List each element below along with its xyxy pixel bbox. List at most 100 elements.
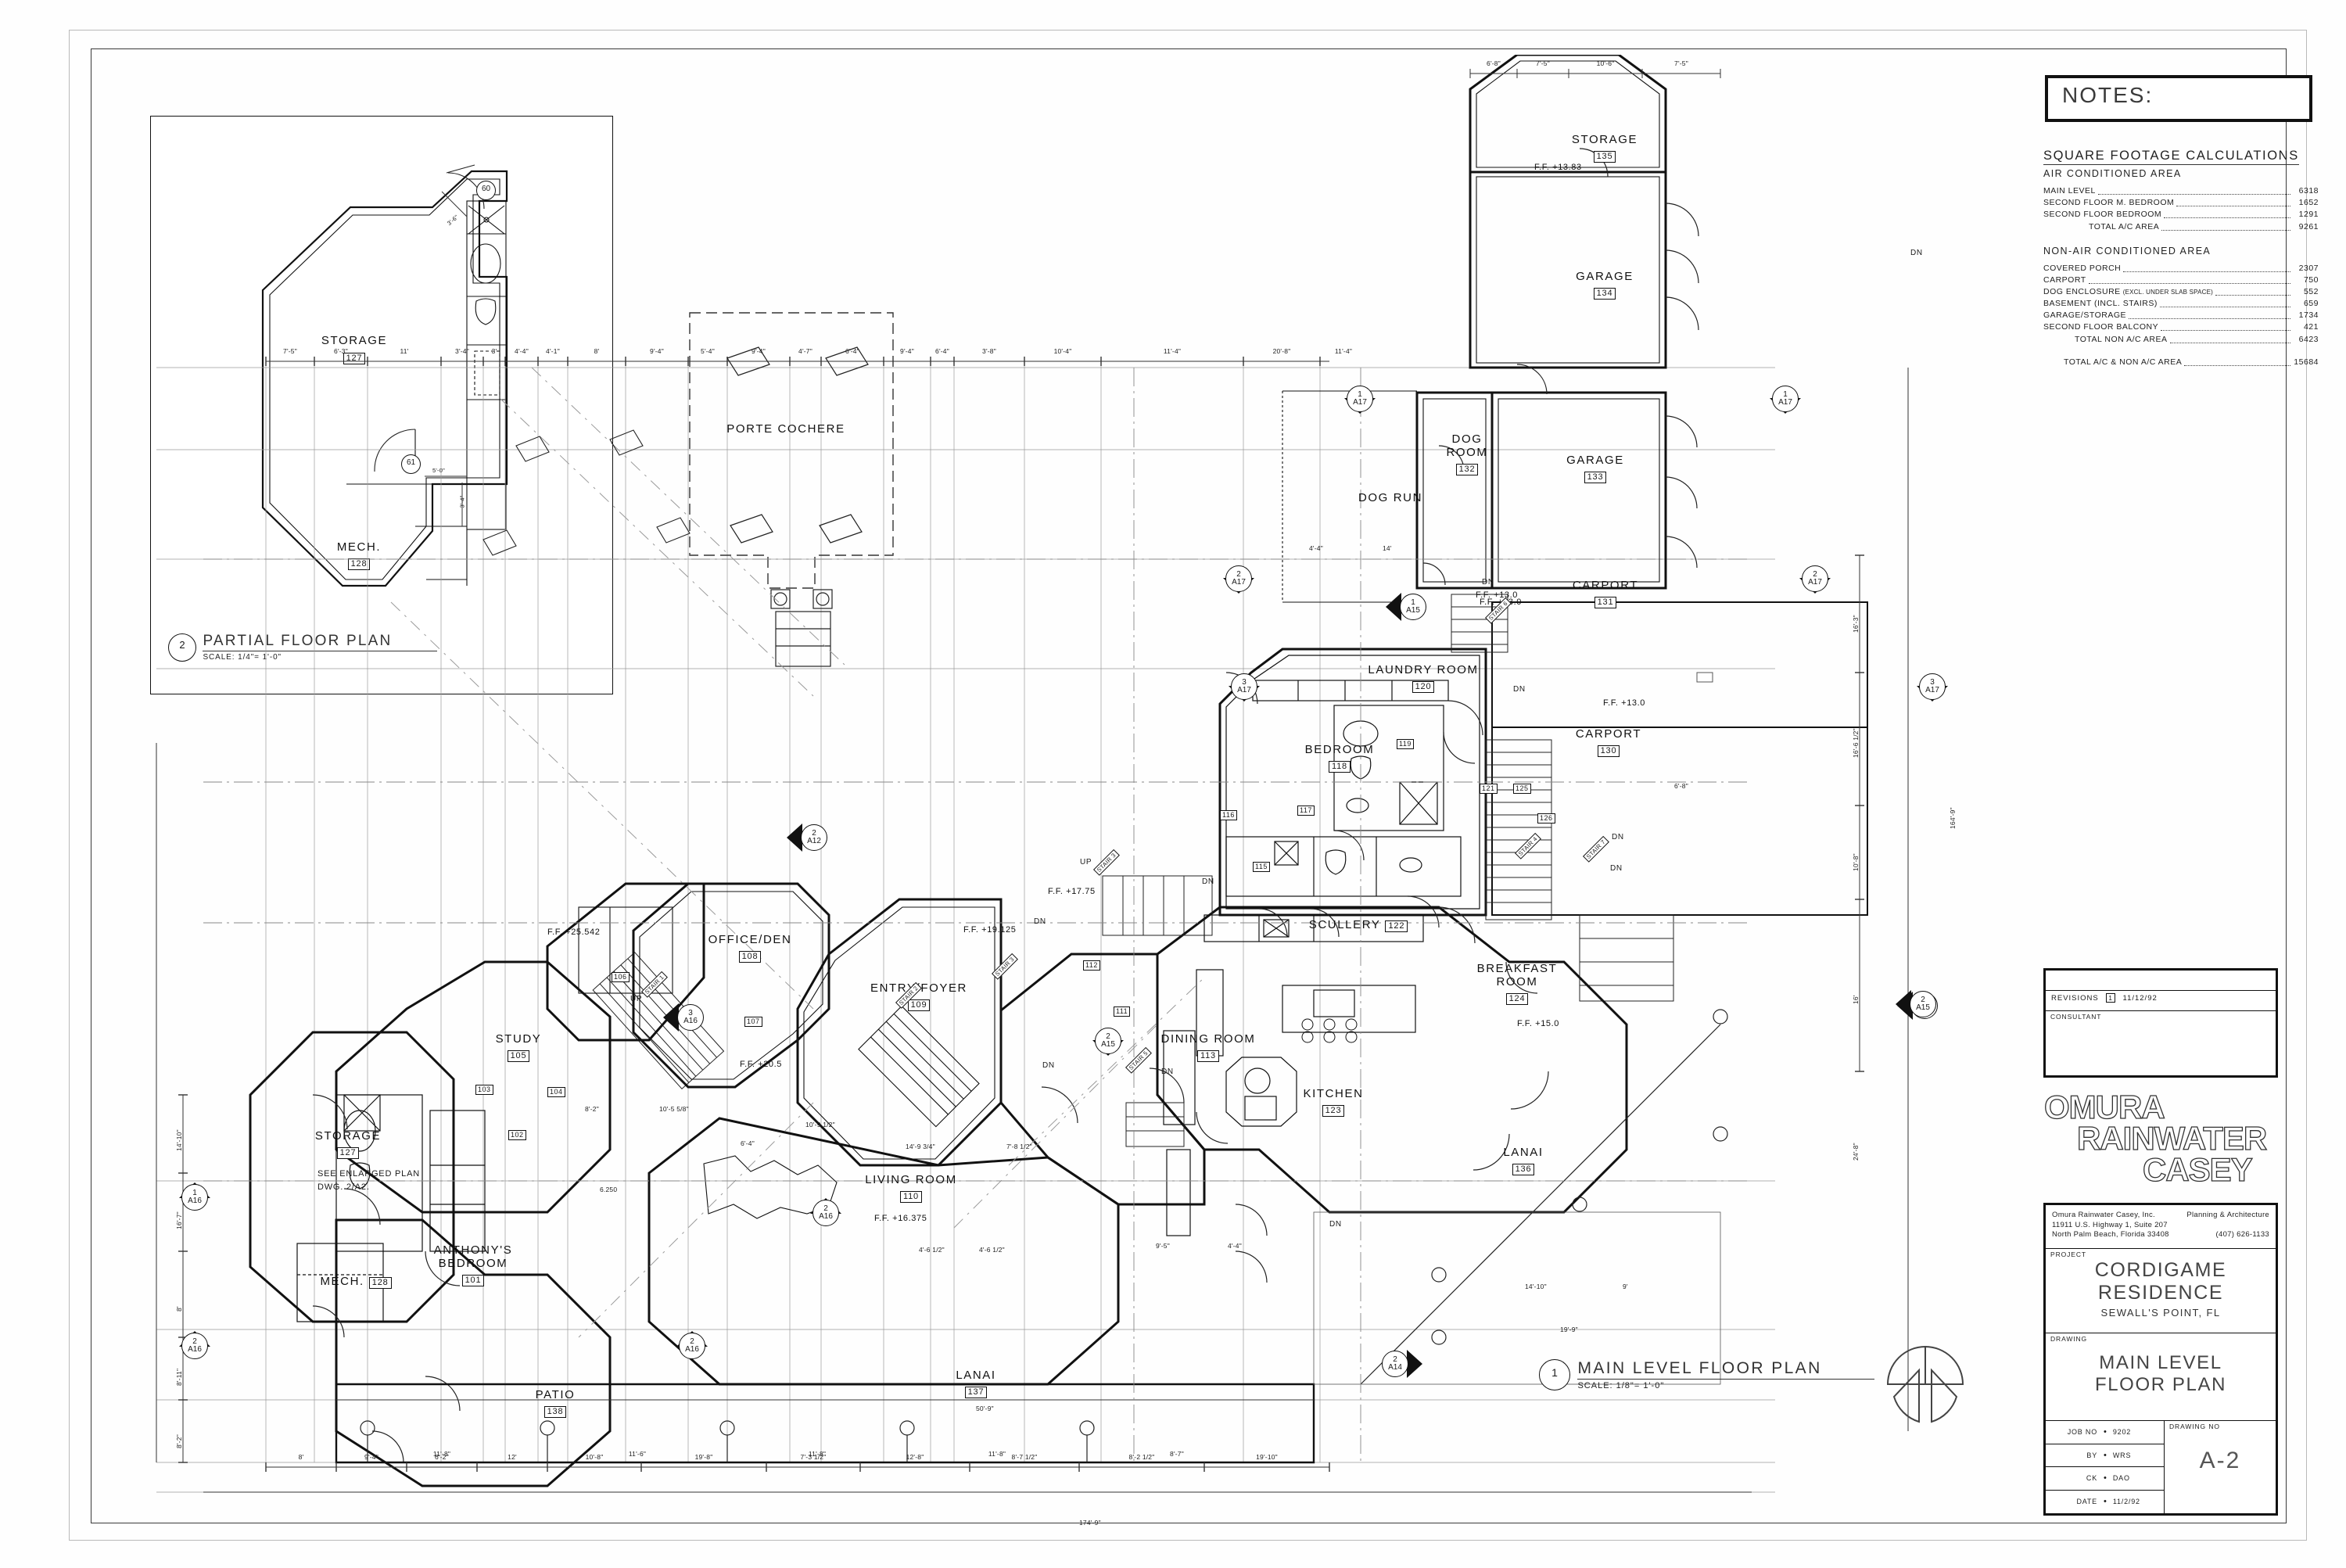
row-value: 2307 (2298, 264, 2319, 273)
detail-dim-2: 5'-0" (432, 467, 445, 474)
door-tag-61: 61 (401, 454, 421, 474)
dimension-bottom-9: 8'-7 1/2" (1011, 1453, 1038, 1461)
row-leader (2129, 318, 2290, 319)
room-name: PORTE COCHERE (726, 422, 845, 436)
room-number: 128 (368, 1277, 392, 1289)
dimension-lanai-1: 11'-8" (432, 1450, 451, 1458)
room-name: LANAI (1503, 1146, 1544, 1159)
section-arrow-left (1896, 990, 1911, 1018)
room-number: 133 (1584, 472, 1607, 483)
project-label: PROJECT (2050, 1250, 2086, 1258)
row-leader (2123, 271, 2290, 272)
stair-direction-dn-4: DN (1610, 864, 1623, 873)
ac-row-2: SECOND FLOOR M. BEDROOM 1652 (2043, 197, 2319, 209)
stair-direction-dn-10: DN (1329, 1220, 1342, 1229)
dimension-misc-13: 9' (1623, 1283, 1628, 1290)
room-name: DINING ROOM (1160, 1032, 1256, 1046)
room-number: 110 (900, 1191, 922, 1203)
dimension-left-1: 14'-10" (175, 1129, 183, 1151)
drawing-title-cell: DRAWING MAIN LEVEL FLOOR PLAN (2046, 1333, 2276, 1421)
section-sheet: A16 (188, 1197, 202, 1205)
section-sheet: A16 (188, 1345, 202, 1354)
meta-value: DAO (2112, 1474, 2130, 1483)
room-number: 134 (1593, 288, 1616, 300)
firm-logo-line1: OMURA (2044, 1089, 2165, 1125)
grand-total-label: TOTAL A/C & NON A/C AREA (2064, 357, 2183, 367)
room-name: ANTHONY'S (433, 1243, 513, 1257)
dimension-top-7: 4'-1" (546, 347, 560, 355)
room-name: BEDROOM (1304, 743, 1375, 756)
stair-direction-up-11: UP (1080, 858, 1092, 867)
partial-floor-plan-box: STORAGE 127 MECH. 128 60 61 3'-6" 5'-0" … (150, 116, 613, 694)
dimension-top-14: 9'-4" (900, 347, 914, 355)
section-sheet: A12 (807, 837, 821, 845)
stair-direction-dn-7: DN (1161, 1067, 1174, 1076)
section-sheet: A17 (1232, 578, 1246, 587)
dimension-right-5: 24'-8" (1852, 1143, 1860, 1161)
room-number-holder: 124 (1439, 991, 1595, 1005)
room-label-entry-foyer-109: ENTRY/FOYER109 (841, 981, 997, 1011)
room-number-holder: 101 (395, 1272, 551, 1286)
dimension-right-2: 16'-6 1/2" (1852, 728, 1860, 758)
room-number-holder: 105 (440, 1048, 597, 1062)
room-number: 113 (1197, 1050, 1219, 1062)
room-number-holder: 131 (1527, 594, 1684, 608)
notes-header: NOTES: (2062, 83, 2154, 107)
room-name: PATIO (535, 1388, 576, 1401)
room-label-dining-room-113: DINING ROOM 113 (1130, 1032, 1286, 1062)
section-mark: 2 (1106, 1032, 1110, 1041)
room-label-mech-128-detail: MECH. 128 (296, 540, 421, 570)
dimension-misc-7: 4'-6 1/2" (919, 1246, 945, 1254)
room-name: MECH. (320, 1275, 364, 1288)
section-mark: 1 (1358, 390, 1362, 399)
section-mark: 2 (1236, 570, 1241, 579)
room-number-111: 111 (1114, 1006, 1131, 1017)
dimension-top-17: 10'-4" (1053, 347, 1072, 355)
dimension-lanai-3: 11'-8" (808, 1450, 827, 1458)
section-mark: 3 (688, 1009, 693, 1017)
room-number: 137 (964, 1387, 988, 1398)
room-number: 136 (1512, 1164, 1535, 1175)
dimension-left-5: 8'-2" (175, 1434, 183, 1448)
floor-elevation-note-6: F.F. +19.125 (963, 925, 1017, 935)
room-name: CARPORT (1575, 727, 1642, 741)
dimension-top-9: 9'-4" (650, 347, 664, 355)
row-label: SECOND FLOOR M. BEDROOM (2043, 198, 2175, 207)
room-number-125: 125 (1513, 784, 1531, 794)
room-name: LIVING ROOM (865, 1173, 957, 1186)
room-label-carport-130: CARPORT 130 (1530, 727, 1687, 757)
room-label-mech-128: MECH. 128 (278, 1275, 434, 1289)
room-number-holder: 130 (1530, 743, 1687, 757)
room-name: KITCHEN (1303, 1087, 1364, 1100)
main-floor-plan-geometry (156, 55, 1909, 1493)
section-sheet: A16 (819, 1212, 833, 1221)
non-ac-heading: NON-AIR CONDITIONED AREA (2043, 246, 2211, 257)
dimension-top-2: 6'-3" (334, 347, 348, 355)
section-sheet: A17 (1778, 398, 1792, 407)
meta-dot: • (2104, 1450, 2107, 1460)
row-value: 1652 (2298, 198, 2319, 207)
non-ac-row-3: DOG ENCLOSURE(EXCL. UNDER SLAB SPACE)552 (2043, 286, 2319, 298)
row-value: 1734 (2298, 310, 2319, 320)
drawing-number: A-2 (2199, 1448, 2241, 1473)
overall-dim-horizontal: 174'-9" (1079, 1519, 1101, 1527)
dimension-misc-5: 8'-2" (585, 1105, 599, 1113)
room-name: CARPORT (1572, 579, 1639, 592)
row-value: 1291 (2298, 210, 2319, 219)
room-number: 109 (907, 999, 931, 1011)
firm-address-cell: Omura Rainwater Casey, Inc. Planning & A… (2046, 1205, 2276, 1249)
meta-row-date: DATE•11/2/92 (2046, 1491, 2164, 1514)
room-number: 128 (347, 558, 371, 570)
sheet-border (91, 48, 2287, 1523)
row-value: 659 (2303, 299, 2319, 308)
revision-mark: 1 (2105, 993, 2116, 1003)
